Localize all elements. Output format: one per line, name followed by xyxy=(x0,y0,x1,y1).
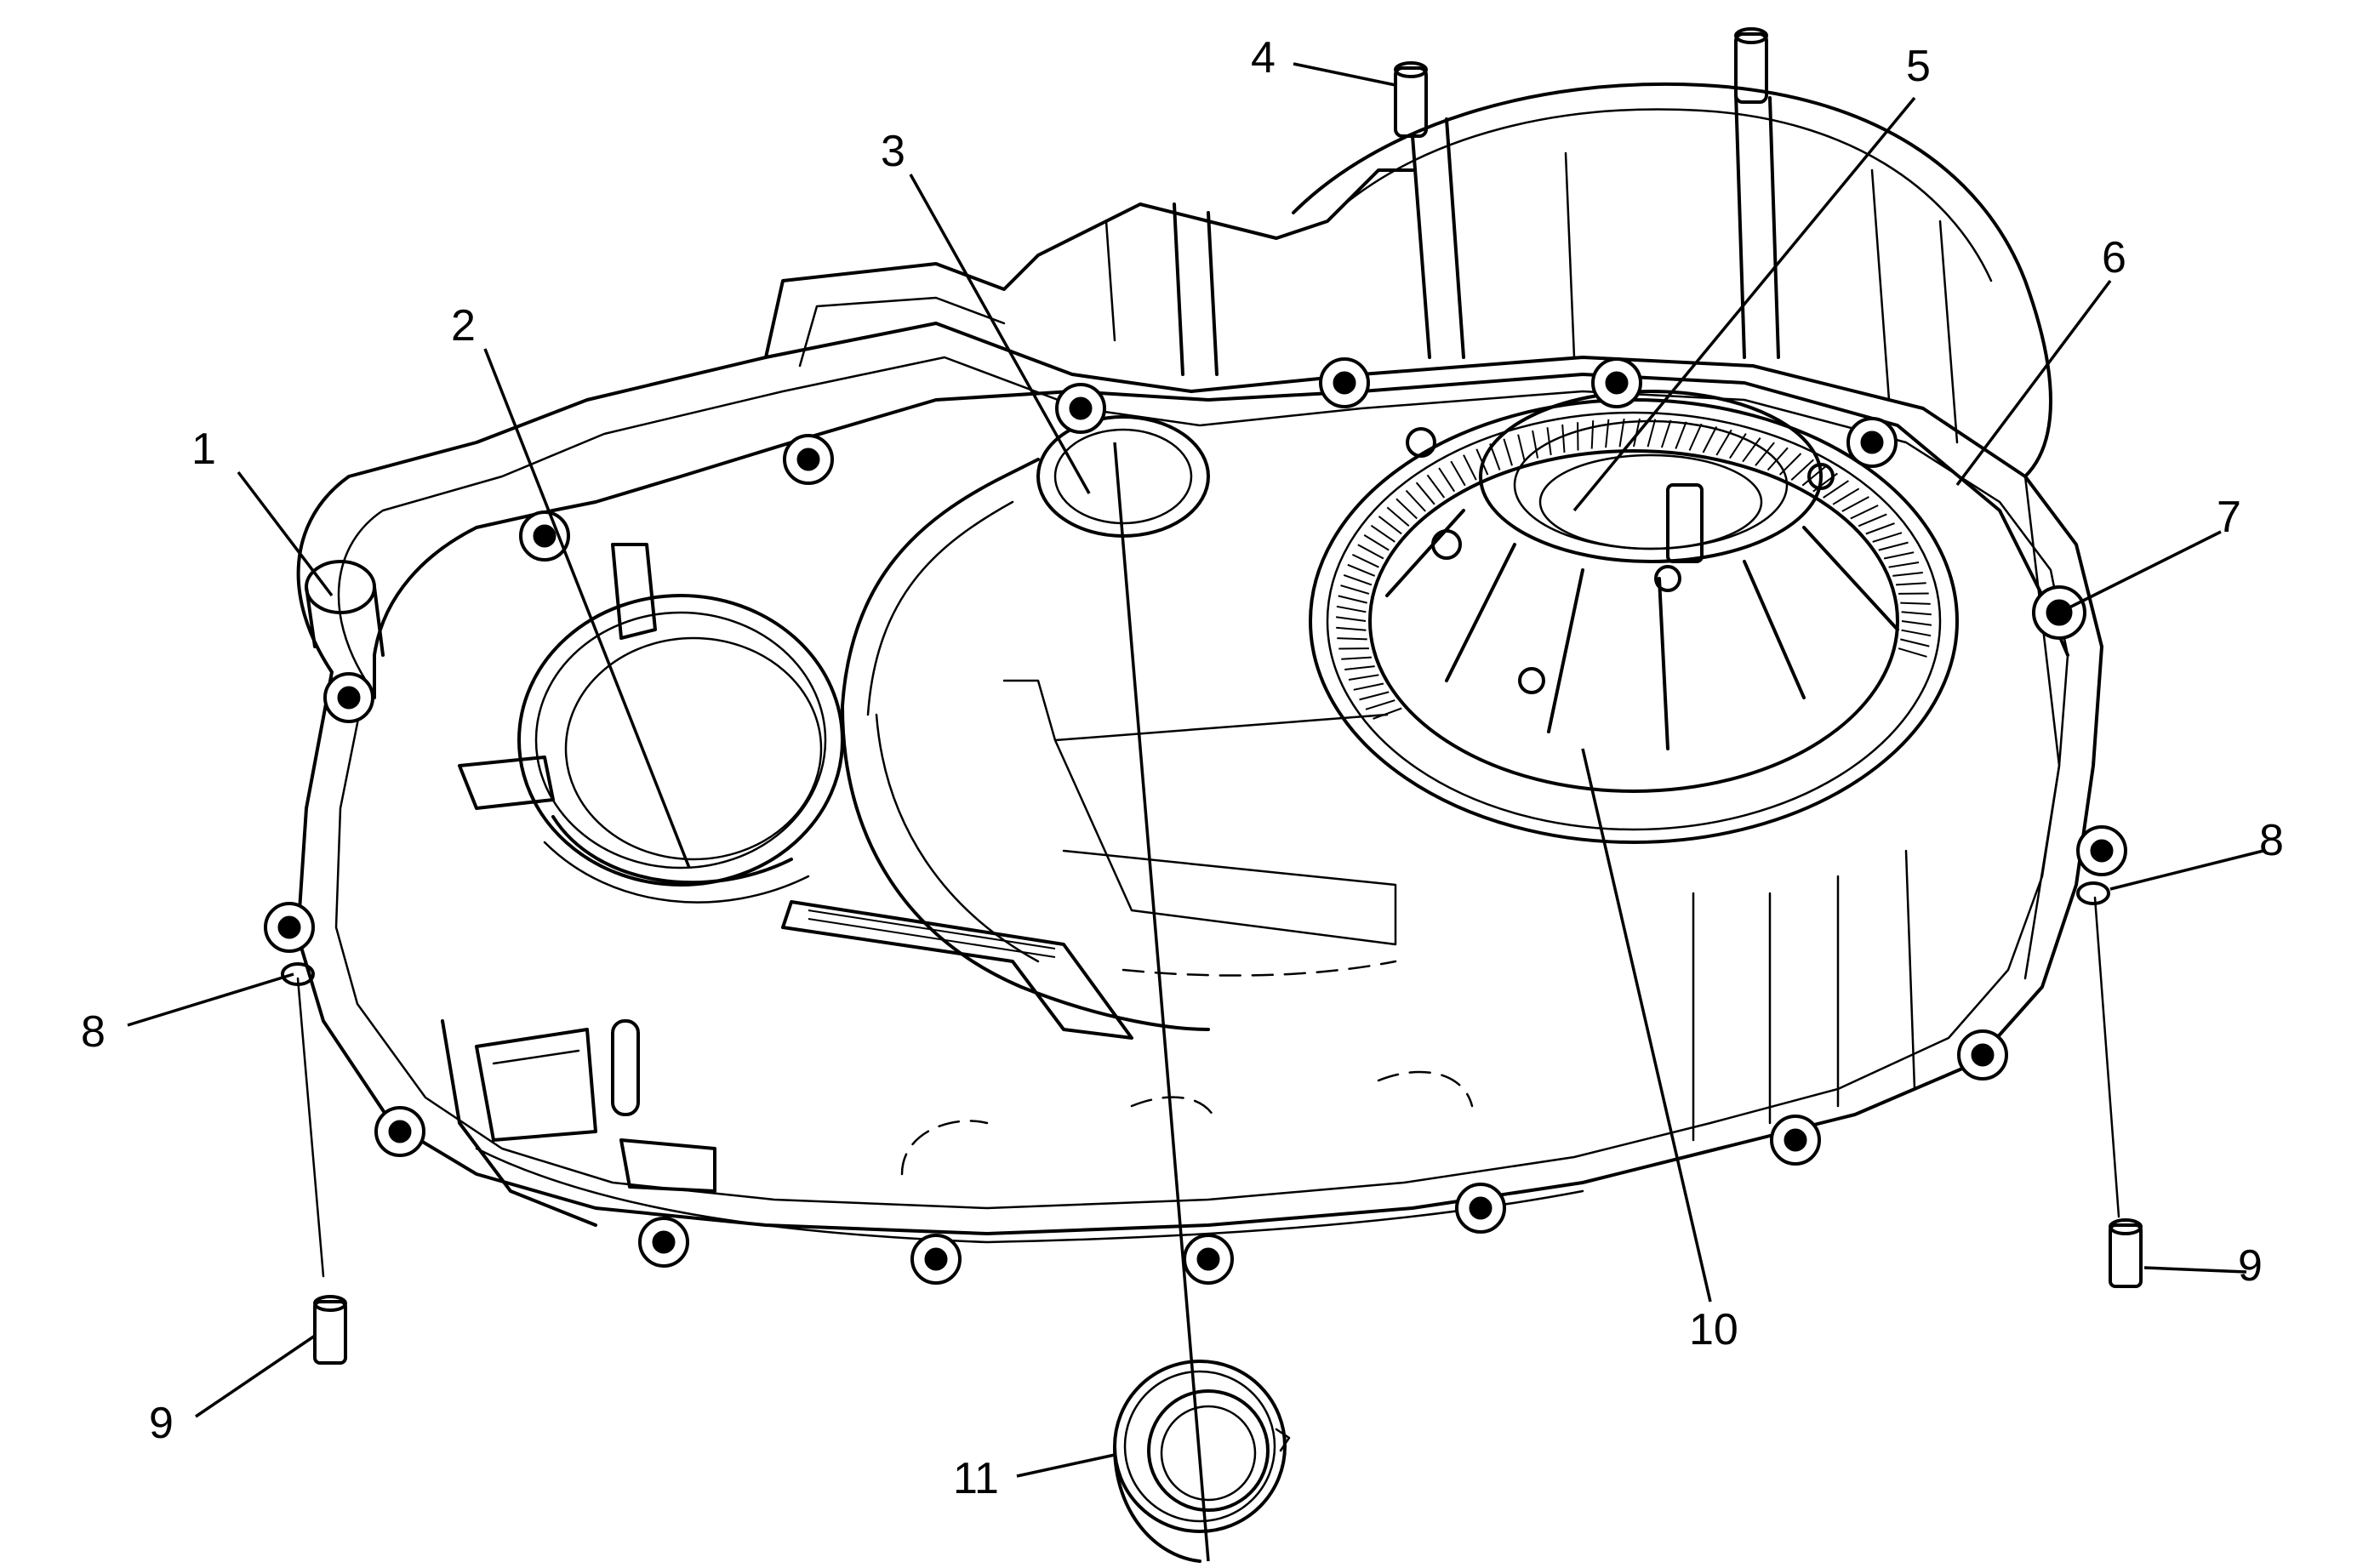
bolt-hole xyxy=(2034,587,2085,638)
gear-tooth xyxy=(1364,535,1389,550)
gear-tooth xyxy=(1675,422,1686,449)
gear-tooth xyxy=(1464,455,1476,481)
dowel-pin-left xyxy=(315,1297,345,1363)
gear-tooth xyxy=(1336,628,1366,630)
callout-11: 11 xyxy=(953,1454,999,1503)
gear-tooth xyxy=(1592,420,1594,448)
gear-tooth xyxy=(1337,607,1367,613)
center-bore xyxy=(1004,417,1395,944)
gear-tooth xyxy=(1451,461,1465,486)
gear-tooth xyxy=(1896,583,1926,584)
gear-tooth xyxy=(1902,621,1932,625)
gear-tooth xyxy=(1417,482,1435,505)
gear-tooth xyxy=(1344,575,1372,585)
callout-labels: 1 2 3 4 5 6 7 8 8 9 9 10 11 xyxy=(81,33,2284,1503)
bolt-hole xyxy=(376,1108,424,1155)
gear-tooth xyxy=(1504,439,1512,466)
gear-tooth xyxy=(1833,488,1859,505)
gear-tooth xyxy=(1866,523,1895,533)
gear-tooth xyxy=(1518,435,1525,462)
gear-tooth xyxy=(1338,596,1367,602)
callout-5: 5 xyxy=(1906,42,1931,91)
gear-tooth xyxy=(1396,499,1417,518)
bolt-hole xyxy=(2078,827,2126,875)
gear-tooth xyxy=(1648,419,1656,448)
gear-tooth xyxy=(1371,526,1395,542)
bolt-hole xyxy=(912,1235,960,1283)
gear-tooth xyxy=(1892,573,1923,576)
gear-tooth xyxy=(1407,491,1426,511)
gear-tooth xyxy=(1373,709,1402,719)
dowel-hole-left xyxy=(283,964,323,1276)
gear-tooth xyxy=(1337,638,1367,639)
gear-tooth xyxy=(1354,684,1384,690)
callout-9-right: 9 xyxy=(2238,1241,2263,1291)
left-bore-assembly xyxy=(306,459,1208,1191)
gear-tooth xyxy=(1902,612,1932,614)
bolt-hole xyxy=(1848,419,1896,466)
gear-tooth xyxy=(1902,630,1932,636)
bolt-hole xyxy=(1772,1116,1819,1164)
callout-4: 4 xyxy=(1251,33,1276,83)
gear-tooth xyxy=(1341,658,1372,659)
callout-8-right: 8 xyxy=(2259,816,2284,865)
gear-tooth xyxy=(1873,533,1902,542)
gear-tooth xyxy=(1768,448,1789,470)
gear-tooth xyxy=(1387,507,1409,526)
callout-8-left: 8 xyxy=(81,1007,106,1057)
dowel-hole-right xyxy=(2078,883,2119,1217)
gear-tooth xyxy=(1851,505,1878,519)
gear-tooth xyxy=(1884,552,1914,558)
callout-1: 1 xyxy=(191,425,216,474)
bolt-hole xyxy=(1457,1184,1504,1232)
bolt-hole xyxy=(1057,385,1104,432)
gear-tooth xyxy=(1889,562,1919,567)
bolt-hole xyxy=(325,674,373,721)
gear-tooth xyxy=(1662,420,1671,448)
callout-6: 6 xyxy=(2102,233,2126,282)
gear-tooth xyxy=(1428,475,1445,498)
callout-7: 7 xyxy=(2217,493,2241,542)
leader-lines xyxy=(128,64,2263,1561)
callout-3: 3 xyxy=(881,127,905,176)
bolt-hole xyxy=(785,436,832,483)
callout-10: 10 xyxy=(1689,1305,1738,1354)
bolt-hole xyxy=(1593,359,1641,407)
callout-2: 2 xyxy=(451,301,476,351)
gear-tooth xyxy=(1900,603,1930,604)
gear-tooth xyxy=(1349,675,1378,680)
gear-tooth xyxy=(1562,425,1564,453)
gear-tooth xyxy=(1358,545,1384,558)
gear-tooth xyxy=(1366,700,1395,710)
callout-9-left: 9 xyxy=(149,1399,174,1448)
gear-tooth xyxy=(1900,639,1929,646)
oil-seal xyxy=(1115,1361,1289,1561)
bolt-hole xyxy=(1321,359,1368,407)
gear-tooth xyxy=(1842,497,1869,511)
gear-tooth xyxy=(1379,516,1402,534)
gear-tooth xyxy=(1690,424,1702,450)
bolt-hole xyxy=(265,904,313,951)
gear-tooth xyxy=(1344,666,1375,670)
gear-tooth xyxy=(1439,468,1454,492)
gear-tooth xyxy=(1858,514,1886,526)
dowel-pin-right xyxy=(2110,1220,2141,1286)
bolt-hole xyxy=(521,512,568,560)
gear-tooth xyxy=(1532,430,1538,458)
gear-tooth xyxy=(1352,555,1378,567)
gear-tooth xyxy=(1348,565,1375,576)
gear-tooth xyxy=(1824,481,1849,498)
bolt-hole xyxy=(640,1218,688,1266)
gear-tooth xyxy=(1360,692,1390,699)
gear-tooth xyxy=(1879,543,1909,550)
bolt-hole xyxy=(1184,1235,1232,1283)
gear-tooth xyxy=(1704,426,1717,453)
bolt-hole xyxy=(1959,1031,2006,1079)
gear-tooth xyxy=(1898,648,1926,657)
gear-tooth xyxy=(1341,585,1369,594)
gear-tooth xyxy=(1336,617,1366,621)
